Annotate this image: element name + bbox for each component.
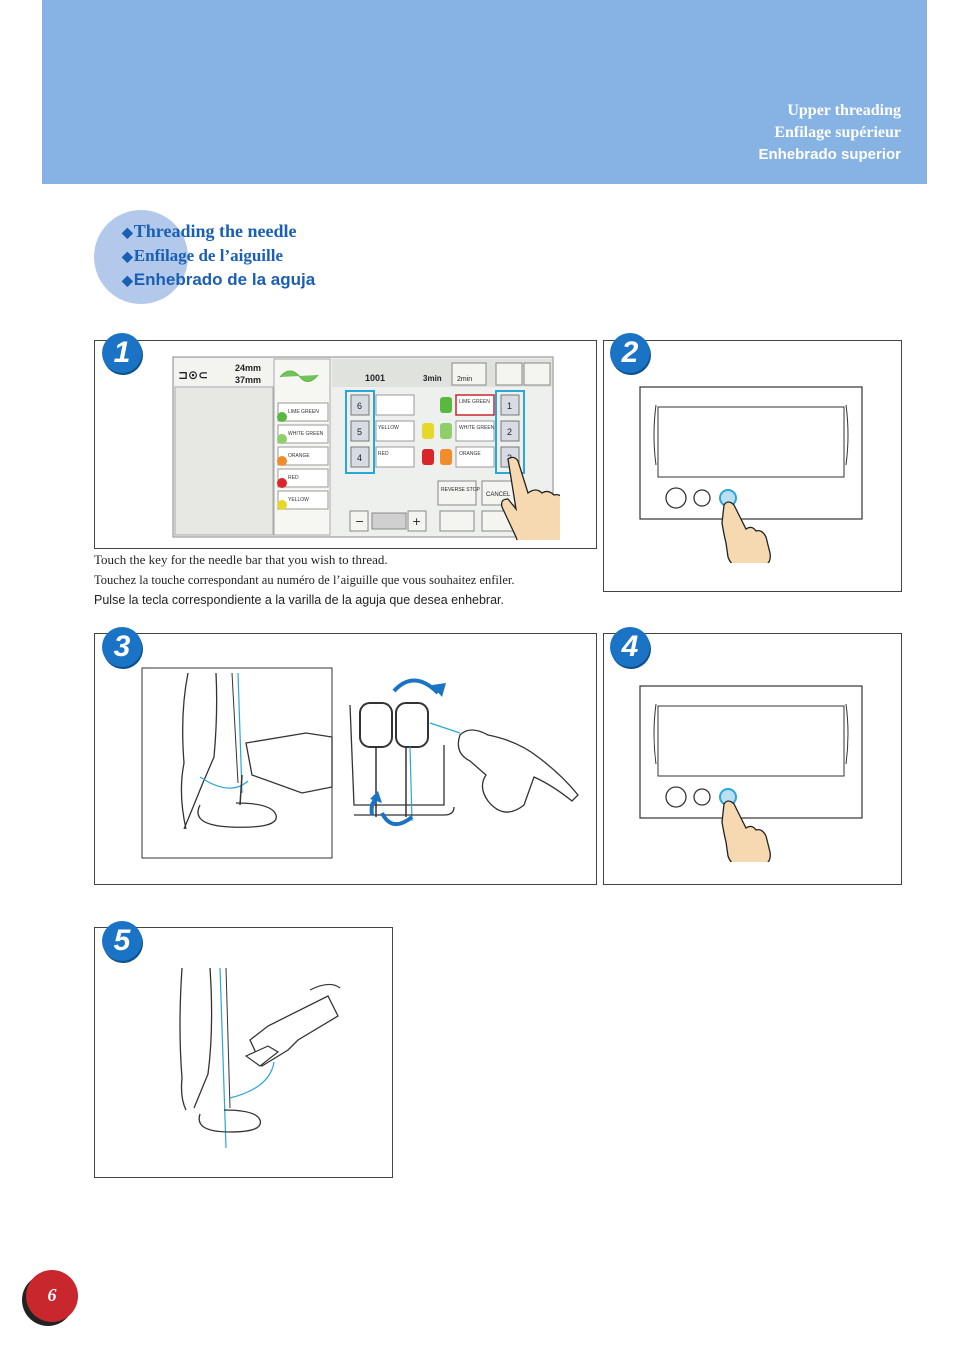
svg-text:WHITE GREEN: WHITE GREEN: [288, 431, 324, 437]
svg-text:2: 2: [507, 427, 512, 437]
svg-text:1: 1: [507, 401, 512, 411]
header-titles: Upper threading Enfilage supérieur Enheb…: [758, 100, 901, 166]
step1-touchscreen-illustration: ⊐⊙⊂ 24mm 37mm LIME GREEN WHITE GREEN ORA…: [172, 356, 560, 540]
hand-pointer-icon: [721, 501, 771, 563]
header-title-fr: Enfilage supérieur: [774, 124, 901, 141]
hand-icon: [457, 729, 579, 813]
svg-text:5: 5: [357, 427, 362, 437]
hand-pointer-icon: [500, 456, 560, 540]
section-title-en: ◆Threading the needle: [122, 220, 315, 245]
header-title-es: Enhebrado superior: [758, 146, 901, 163]
needle-keys-right: 1 2 3: [500, 394, 520, 468]
needle-bar-heads: [349, 702, 461, 822]
color-sequence-list: LIME GREEN WHITE GREEN ORANGE RED YELLOW: [277, 402, 329, 510]
needle-keys-left: 6 5 4: [350, 394, 370, 468]
step5-panel: [94, 927, 393, 1178]
diamond-bullet-icon: ◆: [122, 272, 133, 288]
svg-text:4: 4: [357, 453, 362, 463]
width-value: 24mm: [235, 363, 261, 373]
header-title-en: Upper threading: [787, 102, 901, 119]
svg-text:2min: 2min: [457, 376, 472, 383]
svg-text:6: 6: [357, 401, 362, 411]
svg-text:−: −: [355, 515, 364, 528]
height-value: 37mm: [235, 375, 261, 385]
step-number-badge: 4: [610, 627, 650, 667]
svg-text:1001: 1001: [365, 373, 385, 383]
svg-text:RED: RED: [378, 451, 389, 457]
step2-control-panel-illustration: [639, 386, 863, 563]
svg-text:⊐⊙⊂: ⊐⊙⊂: [178, 368, 208, 382]
step5-threading-illustration: [179, 967, 341, 1149]
svg-text:ORANGE: ORANGE: [288, 453, 310, 459]
svg-text:RED: RED: [288, 475, 299, 481]
svg-text:YELLOW: YELLOW: [288, 497, 309, 503]
step3-threading-illustration: [141, 667, 579, 859]
step1-caption: Touch the key for the needle bar that yo…: [94, 550, 515, 610]
svg-text:LIME GREEN: LIME GREEN: [288, 409, 319, 415]
section-title-es: ◆Enhebrado de la aguja: [122, 270, 316, 289]
section-circle-decoration: [94, 210, 188, 304]
page-number-badge: 6: [26, 1270, 78, 1322]
caption-en: Touch the key for the needle bar that yo…: [94, 552, 388, 567]
svg-text:WHITE GREEN: WHITE GREEN: [459, 425, 495, 431]
diamond-bullet-icon: ◆: [122, 226, 133, 241]
hand-pointer-icon: [721, 800, 771, 862]
step-number-badge: 3: [102, 627, 142, 667]
step-number-badge: 5: [102, 921, 142, 961]
caption-es: Pulse la tecla correspondiente a la vari…: [94, 593, 504, 607]
svg-text:CANCEL: CANCEL: [486, 492, 511, 498]
diamond-bullet-icon: ◆: [122, 250, 133, 265]
step-number-badge: 2: [610, 333, 650, 373]
svg-text:LIME GREEN: LIME GREEN: [459, 399, 490, 405]
step4-control-panel-illustration: [639, 685, 863, 862]
svg-text:+: +: [412, 515, 421, 528]
svg-text:REVERSE STOP: REVERSE STOP: [441, 487, 480, 493]
svg-text:YELLOW: YELLOW: [378, 425, 399, 431]
section-heading: ◆Threading the needle ◆Enfilage de l’aig…: [122, 220, 315, 291]
header-band: Upper threading Enfilage supérieur Enheb…: [42, 0, 927, 184]
section-title-fr: ◆Enfilage de l’aiguille: [122, 245, 315, 269]
svg-text:3min: 3min: [423, 374, 442, 383]
step-number-badge: 1: [102, 333, 142, 373]
svg-text:ORANGE: ORANGE: [459, 451, 481, 457]
caption-fr: Touchez la touche correspondant au numér…: [94, 573, 515, 587]
